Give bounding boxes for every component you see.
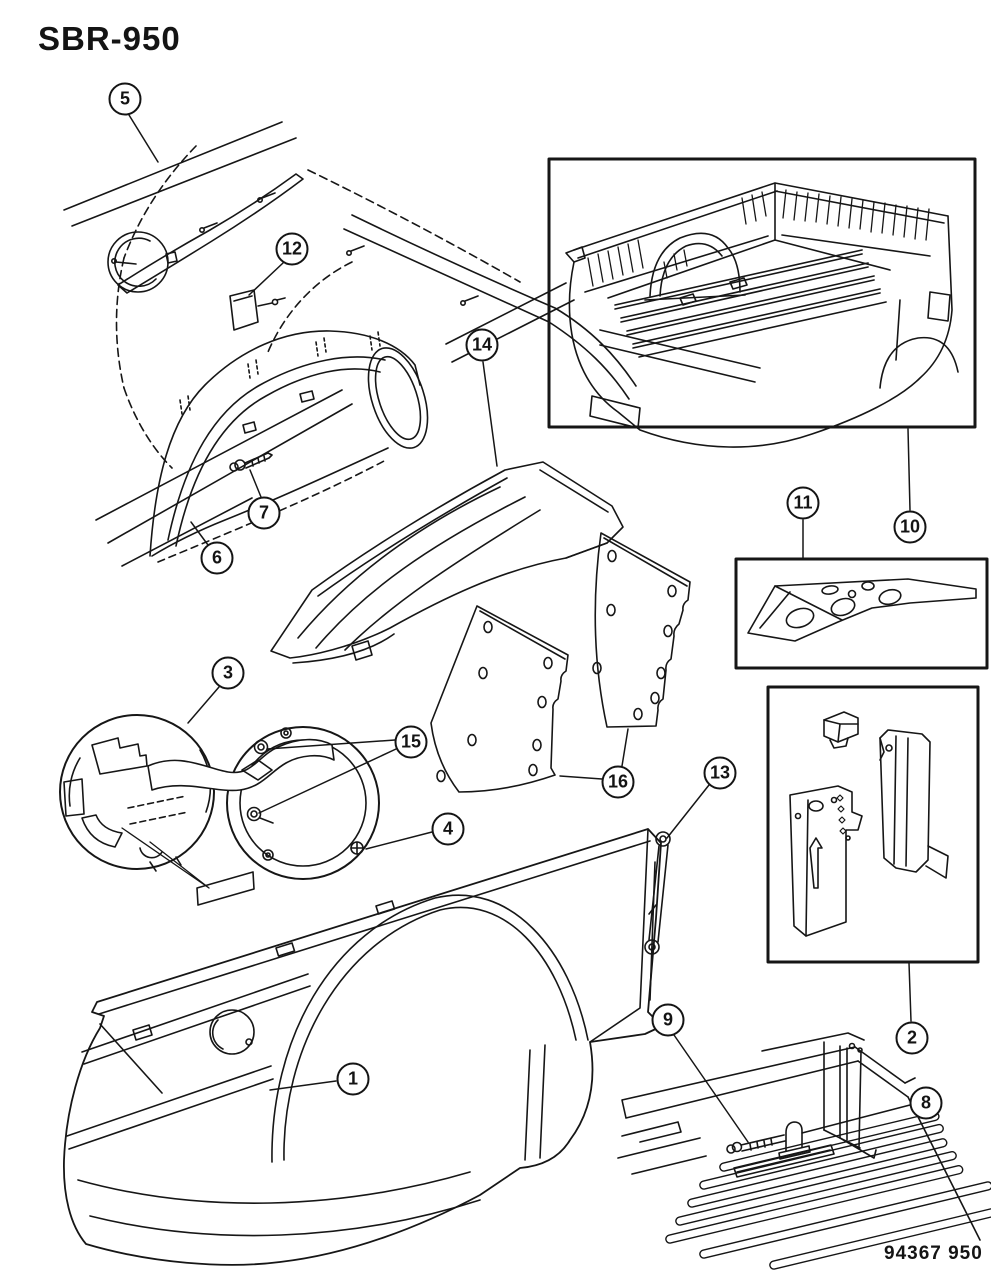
- callout-3[interactable]: 3: [211, 656, 245, 690]
- clip-bracket-figure: [230, 290, 285, 330]
- callout-4[interactable]: 4: [431, 812, 465, 846]
- callout-8[interactable]: 8: [909, 1086, 943, 1120]
- callout-1[interactable]: 1: [336, 1062, 370, 1096]
- bed-inset-box: [549, 159, 975, 447]
- callout-10[interactable]: 10: [893, 510, 927, 544]
- bed-floor-corner-figure: [618, 1033, 991, 1270]
- callout-9[interactable]: 9: [651, 1003, 685, 1037]
- callout-14[interactable]: 14: [465, 328, 499, 362]
- sill-bracket-drawing: [748, 579, 976, 641]
- callout-11[interactable]: 11: [786, 486, 820, 520]
- diagram-code-title: SBR-950: [38, 20, 181, 57]
- body-side-sketch: [64, 122, 636, 566]
- callout-16[interactable]: 16: [601, 765, 635, 799]
- callout-6[interactable]: 6: [200, 541, 234, 575]
- callout-leader-lines: [129, 115, 911, 1142]
- fuel-door-figure: [60, 715, 379, 879]
- pillar-inset-box: [768, 687, 978, 962]
- callout-13[interactable]: 13: [703, 756, 737, 790]
- callout-7[interactable]: 7: [247, 496, 281, 530]
- quarter-panel-figure: [64, 829, 662, 1265]
- bracket-inset-box: [736, 559, 987, 668]
- callout-12[interactable]: 12: [275, 232, 309, 266]
- label-figure: [122, 828, 254, 905]
- callout-2[interactable]: 2: [895, 1021, 929, 1055]
- splash-panel-figure: [271, 462, 623, 663]
- callout-15[interactable]: 15: [394, 725, 428, 759]
- callout-5[interactable]: 5: [108, 82, 142, 116]
- link-rod-figure: [645, 832, 670, 954]
- pillar-parts-drawing: [790, 712, 948, 936]
- sheet-number: 94367 950: [884, 1243, 983, 1264]
- wheelhouse-figure: [150, 331, 439, 562]
- reinforcement-plates-figure: [431, 533, 690, 792]
- bed-drawing: [566, 183, 958, 447]
